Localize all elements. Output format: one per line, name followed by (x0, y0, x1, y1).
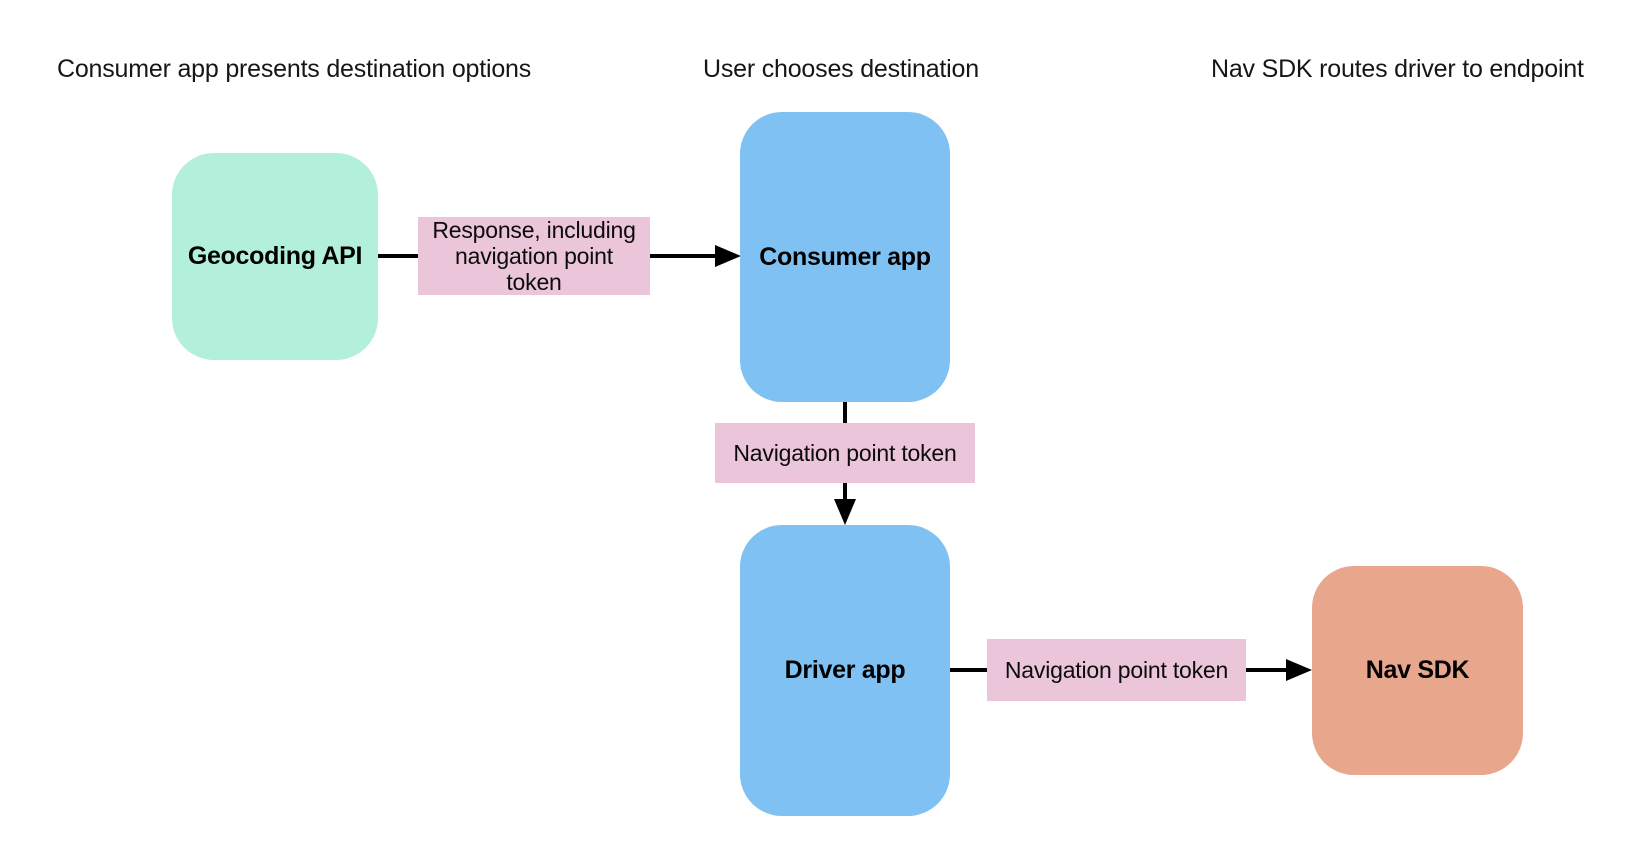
edge-label-text: Navigation point token (733, 440, 957, 466)
edge-label-navigation-point-token: Navigation point token (987, 639, 1246, 701)
node-nav-sdk: Nav SDK (1312, 566, 1523, 775)
node-label: Nav SDK (1365, 656, 1470, 684)
edge-label-line: token (506, 269, 562, 295)
edge-consumer-to-driver (834, 402, 856, 525)
node-label: Geocoding API (187, 242, 363, 270)
edge-label-navigation-point-token: Navigation point token (715, 423, 975, 483)
arrowhead-down-icon (834, 499, 856, 525)
edge-label-line: navigation point (455, 243, 613, 269)
node-consumer-app: Consumer app (740, 112, 950, 402)
node-geocoding-api: Geocoding API (172, 153, 378, 360)
edge-label-text: Response, including navigation point tok… (432, 217, 636, 295)
section-header-navsdk-routes: Nav SDK routes driver to endpoint (1211, 55, 1584, 83)
edge-driver-to-navsdk (948, 659, 1312, 681)
edge-label-line: Response, including (432, 217, 636, 243)
edge-label-response-including-token: Response, including navigation point tok… (418, 217, 650, 295)
arrowhead-right-icon (715, 245, 741, 267)
section-header-consumer-presents: Consumer app presents destination option… (57, 55, 532, 83)
edge-label-text: Navigation point token (1004, 657, 1229, 683)
section-header-user-chooses: User chooses destination (703, 55, 979, 83)
arrowhead-right-icon (1286, 659, 1312, 681)
edge-geocoding-to-consumer (378, 245, 741, 267)
node-driver-app: Driver app (740, 525, 950, 816)
node-label: Driver app (784, 656, 906, 684)
node-label: Consumer app (759, 242, 931, 271)
